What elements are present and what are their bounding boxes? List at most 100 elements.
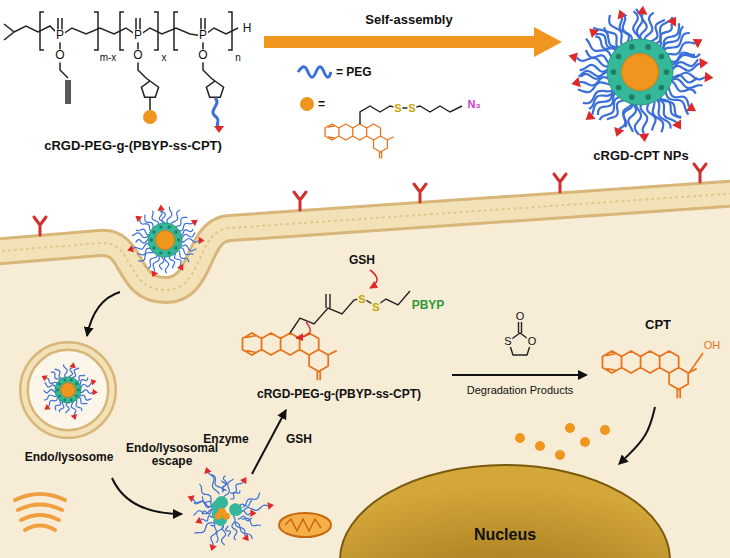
ligand-triangle [639, 133, 650, 142]
camptothecin-structure [325, 124, 394, 158]
carbonyl-bond [326, 294, 330, 308]
legend-text: = PEG [336, 65, 372, 79]
ligand-triangle [44, 404, 50, 410]
cell-membrane [0, 193, 730, 290]
golgi [15, 494, 65, 530]
endocytosis-arrow [87, 292, 120, 336]
shell-texture [629, 44, 635, 50]
polymer-shell [607, 39, 673, 105]
ligand-triangle [667, 17, 676, 27]
camptothecin-structure [602, 351, 696, 398]
nucleus-box: Nucleus [340, 465, 670, 558]
endosome [24, 346, 112, 434]
ligand-triangle [191, 220, 198, 226]
shell-texture [70, 379, 73, 382]
legend-swatch [300, 97, 314, 111]
ligand-triangle [586, 111, 596, 120]
annotation-label: N₃ [467, 98, 480, 110]
ligand-triangle [672, 120, 681, 130]
polymer-structure-box: cRGD-PEG-g-(PBYP-ss-CPT) [2, 4, 264, 154]
peg-chain [211, 525, 217, 545]
atom-label: O [54, 49, 65, 62]
ligand-triangle [267, 502, 274, 510]
ligand-triangle [151, 270, 158, 277]
prodrug-structure-box: cRGD-PEG-g-(PBYP-ss-CPT) [228, 250, 450, 402]
shell-texture [174, 246, 177, 249]
atom-label: O [527, 335, 538, 347]
shell-texture [58, 382, 61, 385]
cleavage-arrow [296, 322, 310, 338]
polymer-structure [4, 12, 238, 110]
peg-chain [230, 490, 239, 499]
peg-chain [193, 509, 211, 516]
linker-structure [290, 291, 410, 333]
edge-label: Degradation Products [465, 384, 575, 396]
cell-membrane [0, 193, 730, 290]
peg-chain [223, 479, 234, 499]
drug-core [155, 230, 174, 249]
peg-chain [201, 516, 213, 521]
peg-chain [213, 98, 219, 127]
cell-membrane [0, 193, 730, 290]
endosome-box: Endo/lysosome [8, 340, 130, 465]
ligand-triangle [568, 52, 577, 62]
peg-chain [194, 522, 217, 533]
ligand-triangle [195, 517, 202, 524]
released-drug [515, 423, 610, 460]
peg-chain [199, 484, 211, 502]
node-label: cRGD-PEG-g-(PBYP-ss-CPT) [44, 139, 222, 154]
ligand-triangle [199, 237, 205, 244]
shell-texture [616, 85, 622, 91]
atom-label: P [133, 29, 143, 42]
cleavage-arrow [370, 270, 377, 288]
nanoparticle [127, 205, 204, 278]
shell-texture [629, 94, 635, 100]
shell-texture [645, 44, 651, 50]
legend-text: = [318, 97, 325, 111]
legend-row: = PEG [296, 62, 372, 82]
drug-structure-box: CPT [590, 318, 726, 406]
peg-chain [243, 505, 268, 511]
polymer-shell [148, 223, 182, 257]
ligand-triangle [69, 362, 75, 368]
core-fragment [215, 496, 228, 509]
annotation-label: GSH [349, 254, 375, 267]
peg-chain [193, 499, 210, 508]
shell-texture [70, 398, 73, 401]
shell-texture [63, 379, 66, 382]
atom-label: P [55, 29, 65, 42]
shell-texture [645, 94, 651, 100]
shell-texture [152, 246, 155, 249]
shell-texture [616, 54, 622, 60]
shell-texture [168, 225, 171, 228]
drug-dot [143, 110, 157, 124]
ligand-triangle [204, 467, 211, 474]
atom-label: P [198, 29, 208, 42]
atom-label: O [197, 49, 208, 62]
legend-swatch [296, 65, 332, 79]
node-label: cRGD-CPT NPs [593, 149, 688, 164]
process-arrow [625, 407, 655, 458]
receptor-symbol [34, 164, 706, 235]
nanoparticle [41, 362, 97, 420]
shell-texture [159, 251, 162, 254]
camptothecin-structure [242, 333, 336, 380]
node-label: Endo/lysosome [25, 451, 114, 465]
ligand-triangle [127, 245, 134, 252]
peg-chain [233, 516, 245, 537]
drug-dot [215, 512, 222, 519]
drug-dot [223, 513, 230, 520]
atom-label: H [243, 22, 252, 35]
nanoparticle [568, 6, 713, 142]
nanoparticle [188, 467, 274, 551]
shell-texture [63, 398, 66, 401]
ligand-triangle [92, 389, 98, 396]
drug-core [61, 383, 76, 398]
legend-row: = [296, 94, 372, 114]
ligand-triangle [571, 77, 580, 87]
mitochondrion [279, 513, 331, 537]
shell-texture [150, 238, 153, 241]
annotation-label: Enzyme [203, 433, 248, 446]
escape-arrow [112, 478, 182, 514]
